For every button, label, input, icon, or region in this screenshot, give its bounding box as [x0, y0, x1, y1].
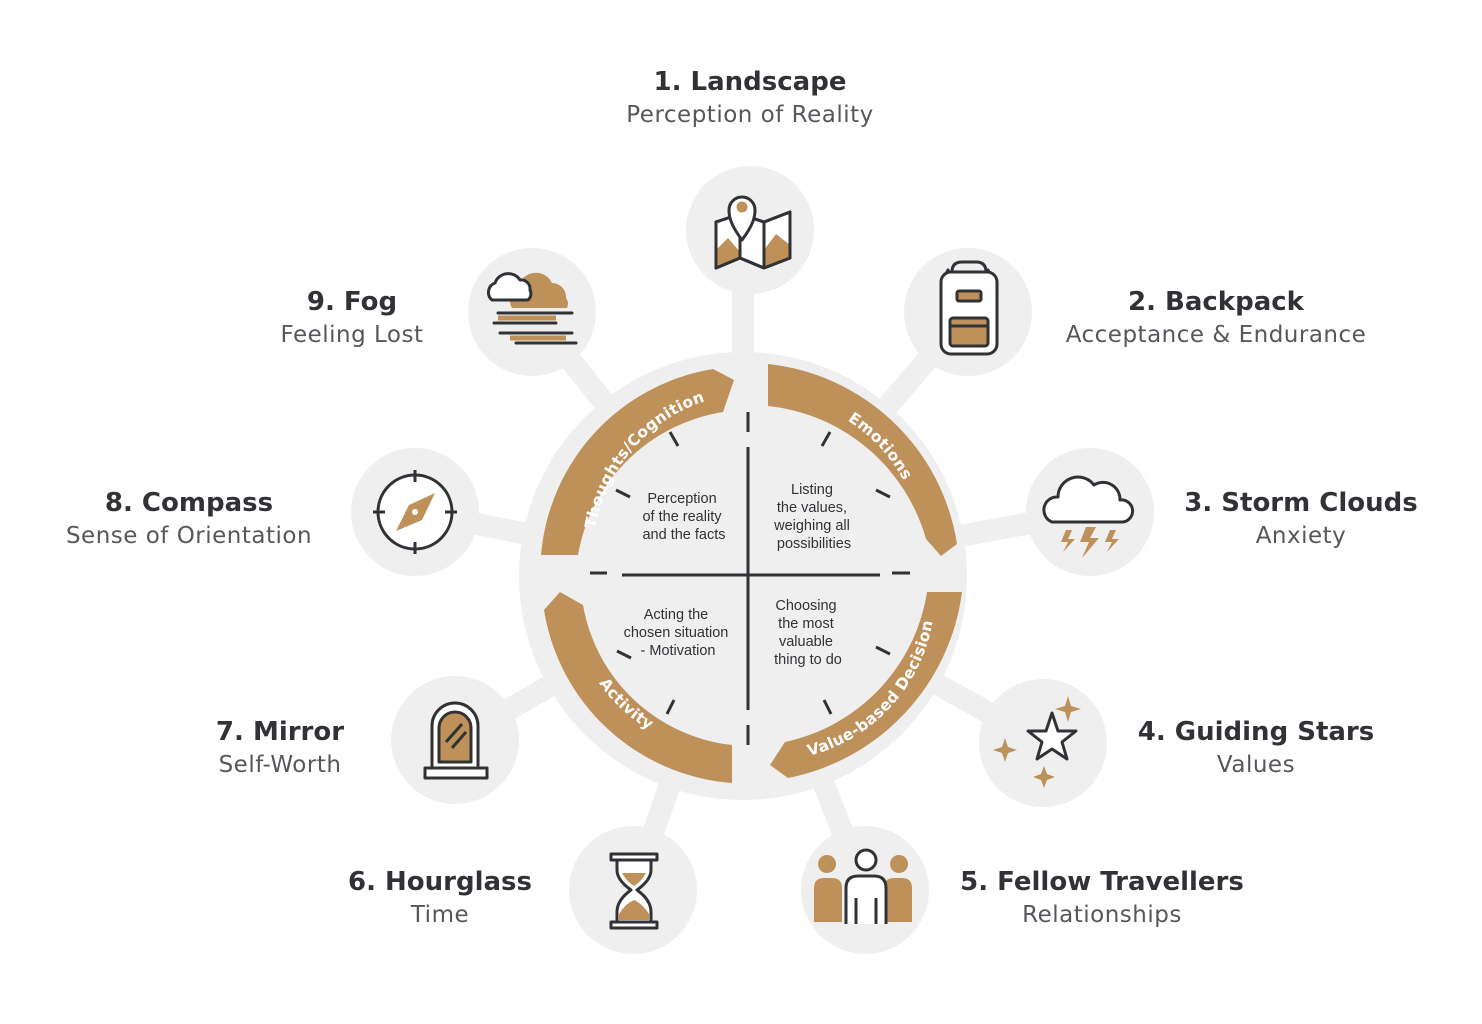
fog-icon [487, 272, 578, 345]
label-guiding-stars: 4. Guiding Stars Values [1126, 716, 1386, 782]
label-compass-title: 8. Compass [104, 488, 274, 518]
label-fellow-travellers: 5. Fellow Travellers Relationships [952, 866, 1252, 932]
quadrant-text-activity: Acting the chosen situation - Motivation [624, 607, 733, 659]
label-landscape-subtitle: Perception of Reality [626, 102, 874, 128]
backpack-icon [939, 260, 999, 356]
label-landscape-title: 1. Landscape [653, 67, 847, 97]
label-fog-subtitle: Feeling Lost [280, 322, 424, 348]
label-storm-clouds-title: 3. Storm Clouds [1184, 488, 1418, 518]
hourglass-icon [609, 852, 659, 930]
arc-thoughts-shape [541, 369, 734, 555]
people-icon [814, 848, 912, 924]
label-guiding-stars-subtitle: Values [1216, 752, 1296, 778]
storm-cloud-icon [1042, 475, 1135, 558]
label-hourglass: 6. Hourglass Time [330, 866, 550, 932]
label-guiding-stars-title: 4. Guiding Stars [1137, 717, 1375, 747]
label-compass: 8. Compass Sense of Orientation [44, 487, 334, 553]
label-landscape: 1. Landscape Perception of Reality [600, 66, 900, 132]
arc-emotions-shape [768, 364, 957, 556]
quadrant-text-decision: Choosing the most valuable thing to do [774, 598, 842, 668]
label-hourglass-subtitle: Time [410, 902, 470, 928]
label-mirror-title: 7. Mirror [215, 717, 345, 747]
quadrant-text-emotions: Listing the values, weighing all possibi… [773, 482, 854, 552]
quadrant-text-thoughts: Perception of the reality and the facts [642, 491, 725, 543]
label-compass-subtitle: Sense of Orientation [65, 523, 313, 549]
cross-lines [590, 412, 910, 745]
label-storm-clouds: 3. Storm Clouds Anxiety [1166, 487, 1436, 553]
label-backpack-subtitle: Acceptance & Endurance [1065, 322, 1367, 348]
stars-icon [993, 696, 1081, 788]
arc-decision-shape [770, 592, 962, 778]
map-icon [714, 195, 792, 270]
label-storm-clouds-subtitle: Anxiety [1255, 523, 1347, 549]
label-fellow-travellers-title: 5. Fellow Travellers [960, 867, 1244, 897]
accent-arcs [541, 364, 962, 783]
arc-activity-shape [544, 592, 732, 783]
label-fellow-travellers-subtitle: Relationships [1022, 902, 1182, 928]
label-backpack-title: 2. Backpack [1128, 287, 1304, 317]
label-mirror: 7. Mirror Self-Worth [180, 716, 380, 782]
label-fog: 9. Fog Feeling Lost [252, 286, 452, 352]
compass-icon [373, 470, 457, 554]
label-hourglass-title: 6. Hourglass [348, 867, 532, 897]
label-fog-title: 9. Fog [306, 287, 398, 317]
label-backpack: 2. Backpack Acceptance & Endurance [1046, 286, 1386, 352]
mirror-icon [423, 701, 489, 780]
label-mirror-subtitle: Self-Worth [218, 752, 342, 778]
